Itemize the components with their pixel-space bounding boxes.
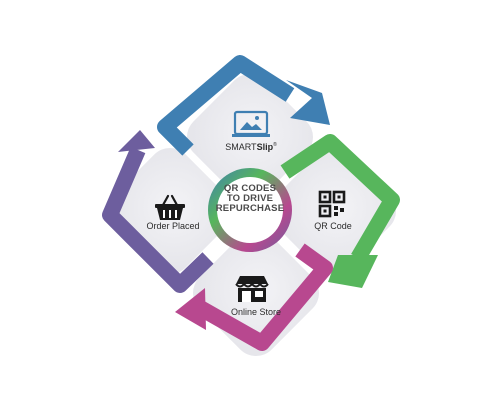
storefront-icon bbox=[235, 276, 269, 302]
qr-code-icon bbox=[318, 190, 346, 218]
shopping-basket-icon bbox=[155, 194, 185, 220]
qr-code-label: QR Code bbox=[314, 221, 352, 231]
arrow-blue bbox=[157, 55, 330, 156]
monitor-image-icon bbox=[232, 110, 270, 137]
center-line-3: REPURCHASE bbox=[215, 203, 285, 214]
arrow-green bbox=[280, 134, 400, 288]
center-hub bbox=[208, 168, 292, 252]
online-store-label: Online Store bbox=[230, 307, 282, 317]
arrow-magenta bbox=[175, 243, 333, 351]
center-title: QR CODES TO DRIVE REPURCHASE bbox=[210, 184, 290, 214]
center-line-2: TO DRIVE bbox=[226, 193, 274, 204]
center-line-1: QR CODES bbox=[223, 183, 277, 194]
order-placed-label: Order Placed bbox=[146, 221, 200, 231]
arrow-purple bbox=[102, 130, 214, 293]
smartslip-brand-label: SMARTSlip® bbox=[225, 142, 277, 152]
